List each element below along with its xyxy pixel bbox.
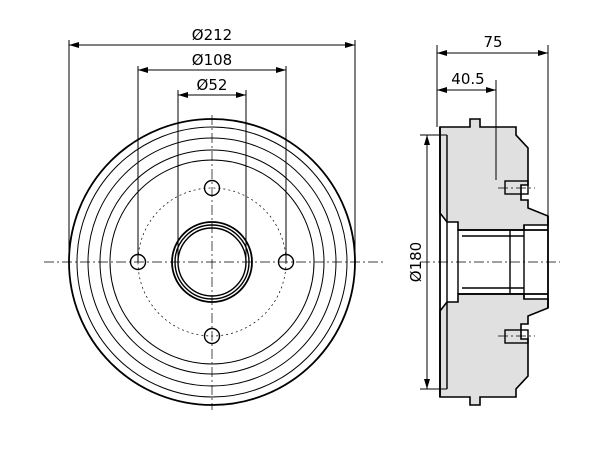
arrow-head	[178, 92, 188, 98]
center-bore-diameter-label: Ø52	[197, 76, 228, 94]
front-view	[44, 115, 385, 410]
total-height-label: 75	[483, 33, 502, 51]
hub-mid-circle	[174, 224, 250, 300]
drum-ring-circle-3	[87, 137, 337, 387]
side-dimensions: 75 40.5 Ø180	[407, 33, 549, 390]
outer-diameter-label: Ø212	[192, 26, 232, 44]
arrow-head	[437, 87, 447, 93]
drum-ring-circle-2	[76, 126, 348, 398]
arrow-head	[276, 67, 286, 73]
front-dimensions: Ø212 Ø108 Ø52	[68, 26, 356, 262]
arrow-head	[236, 92, 246, 98]
bolt-hole-bottom	[203, 327, 221, 345]
drum-ring-circle-4	[99, 149, 325, 375]
bolt-hole-top	[203, 179, 221, 197]
arrow-head	[437, 50, 447, 56]
arrow-head	[345, 42, 355, 48]
arrow-head	[486, 87, 496, 93]
section-bottom-half	[439, 293, 549, 406]
section-top-half	[439, 118, 549, 231]
stud-hole-bottom	[504, 329, 529, 344]
arrow-head	[424, 135, 430, 145]
stud-hole-top	[504, 180, 529, 195]
arrow-head	[69, 42, 79, 48]
bolt-circle-diameter-label: Ø108	[192, 51, 232, 69]
arrow-head	[538, 50, 548, 56]
arrow-head	[138, 67, 148, 73]
arrow-head	[424, 379, 430, 389]
flange-height-label: 40.5	[451, 70, 484, 88]
drum-ring-circle-5	[109, 159, 315, 365]
side-section-view	[420, 118, 560, 406]
hub-outer-circle	[171, 221, 253, 303]
brake-diameter-label: Ø180	[407, 242, 425, 282]
